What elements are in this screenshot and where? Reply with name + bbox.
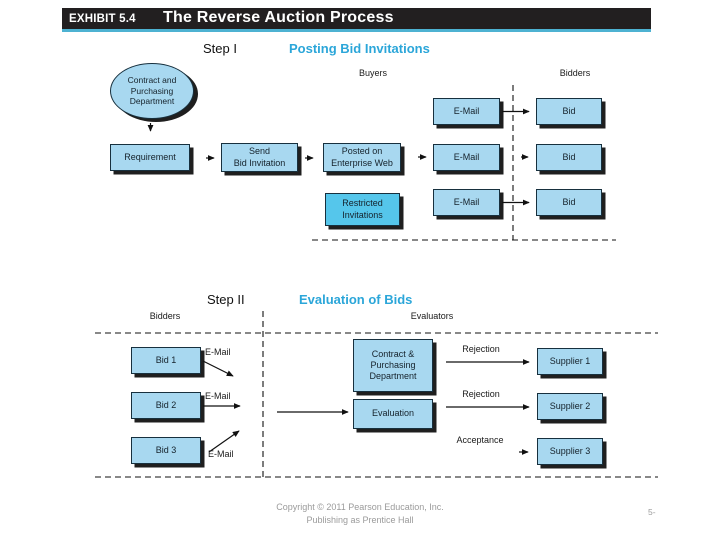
email-label-bid3: E-Mail xyxy=(208,449,234,459)
slide-title: The Reverse Auction Process xyxy=(163,9,394,26)
contract-purchasing-department-ellipse: Contract and Purchasing Department xyxy=(110,63,194,119)
posted-on-enterprise-web-box: Posted on Enterprise Web xyxy=(323,143,401,172)
bid1-box: Bid 1 xyxy=(131,347,201,374)
bid2-box: Bid 2 xyxy=(131,392,201,419)
copyright-notice: Copyright © 2011 Pearson Education, Inc.… xyxy=(200,501,520,527)
requirement-box: Requirement xyxy=(110,144,190,171)
contract-purchasing-department-box: Contract & Purchasing Department xyxy=(353,339,433,392)
exhibit-header-bar: EXHIBIT 5.4 The Reverse Auction Process xyxy=(62,8,651,29)
rejection-label-2: Rejection xyxy=(462,389,500,399)
email-box-row1: E-Mail xyxy=(433,98,500,125)
email-box-row2: E-Mail xyxy=(433,144,500,171)
step2-title: Evaluation of Bids xyxy=(299,292,413,307)
rejection-label-1: Rejection xyxy=(462,344,500,354)
email-label-bid1: E-Mail xyxy=(205,347,231,357)
step1-label: Step I xyxy=(203,41,237,56)
arrow-bid1-email-icon xyxy=(202,360,234,377)
supplier3-box: Supplier 3 xyxy=(537,438,603,465)
copyright-line2: Publishing as Prentice Hall xyxy=(306,515,414,525)
page-number: 5- xyxy=(648,507,656,517)
send-bid-invitation-box: Send Bid Invitation xyxy=(221,143,298,172)
bid-box-row2: Bid xyxy=(536,144,602,171)
acceptance-label: Acceptance xyxy=(456,435,504,445)
bid3-box: Bid 3 xyxy=(131,437,201,464)
restricted-invitations-box: Restricted Invitations xyxy=(325,193,400,226)
exhibit-number-label: EXHIBIT 5.4 xyxy=(69,12,136,25)
bid-box-row1: Bid xyxy=(536,98,602,125)
supplier2-box: Supplier 2 xyxy=(537,393,603,420)
step1-title: Posting Bid Invitations xyxy=(289,41,430,56)
evaluators-column-label: Evaluators xyxy=(410,311,454,321)
bidders-column-label-step1: Bidders xyxy=(559,68,591,78)
supplier1-box: Supplier 1 xyxy=(537,348,603,375)
buyers-column-label: Buyers xyxy=(358,68,387,78)
bid-box-row3: Bid xyxy=(536,189,602,216)
copyright-line1: Copyright © 2011 Pearson Education, Inc. xyxy=(276,502,444,512)
bidders-column-label-step2: Bidders xyxy=(149,311,181,321)
evaluation-box: Evaluation xyxy=(353,399,433,429)
step2-label: Step II xyxy=(207,292,245,307)
header-underline xyxy=(62,29,651,32)
email-box-row3: E-Mail xyxy=(433,189,500,216)
email-label-bid2: E-Mail xyxy=(205,391,231,401)
